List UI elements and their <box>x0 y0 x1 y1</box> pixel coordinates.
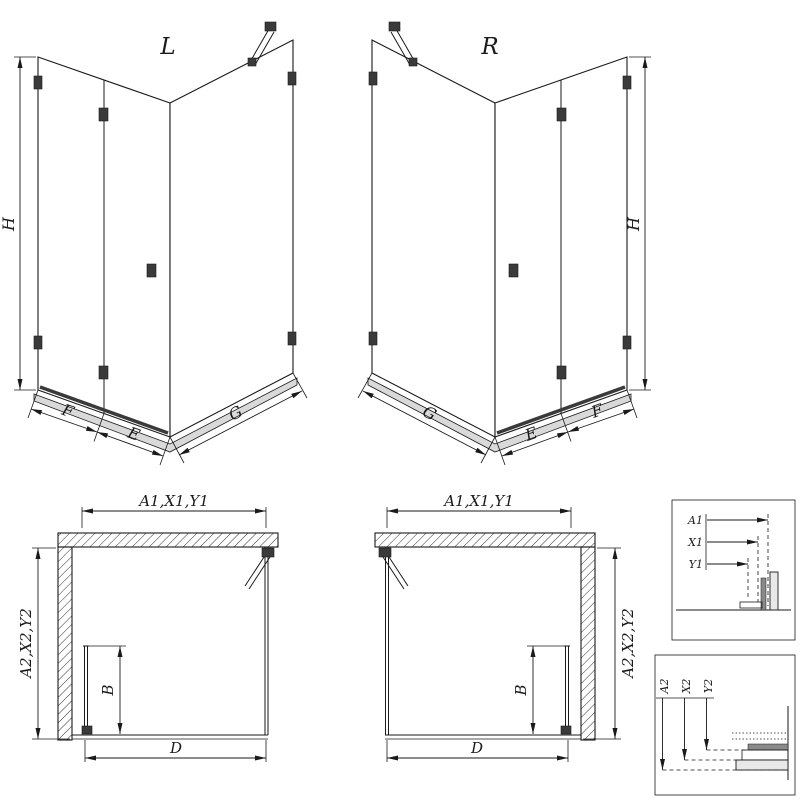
wall-bracket-icon <box>33 335 43 350</box>
wall-bracket-icon <box>287 331 297 346</box>
open-door-plan <box>81 645 93 735</box>
dim-a1x1y1-left: A1,X1,Y1 <box>81 492 267 528</box>
dim-b-left: B <box>89 645 126 734</box>
door-bottom-seal <box>39 385 169 435</box>
open-door-plan <box>560 645 572 735</box>
door-handle-icon <box>146 263 157 278</box>
dim-f-e-left: F E <box>27 389 171 466</box>
dim-d-left: D <box>84 739 267 762</box>
support-brace <box>247 21 277 67</box>
tray-profile-section <box>732 706 789 780</box>
dim-label-a1x1y1: A1,X1,Y1 <box>137 492 209 510</box>
dim-a1x1y1-right: A1,X1,Y1 <box>386 492 572 528</box>
dim-h-right: H <box>624 56 651 391</box>
support-brace <box>388 21 418 67</box>
dim-a2x2y2-left: A2,X2,Y2 <box>17 547 70 740</box>
support-brace-plan <box>244 547 275 590</box>
hinge-icon <box>98 107 109 122</box>
wall-right <box>580 546 596 741</box>
dim-label-b: B <box>512 684 530 696</box>
detail-label-a2: A2 <box>658 679 671 695</box>
dim-label-e: E <box>522 423 541 445</box>
dim-label-a1x1y1: A1,X1,Y1 <box>442 492 514 510</box>
dim-label-h: H <box>0 216 18 232</box>
dim-label-a2x2y2: A2,X2,Y2 <box>619 608 637 680</box>
wall-bracket-icon <box>622 335 632 350</box>
wall-bracket-icon <box>287 71 297 86</box>
dim-h-left: H <box>0 56 36 391</box>
detail-bottom-box: A2 X2 Y2 <box>654 654 796 796</box>
wall-bracket-icon <box>368 331 378 346</box>
dim-label-h: H <box>624 216 643 232</box>
wall-top <box>374 532 596 548</box>
door-handle-icon <box>508 263 519 278</box>
hinge-icon <box>560 725 572 735</box>
plan-left-view: A1,X1,Y1 A2,X2,Y2 B D <box>17 492 279 762</box>
dim-label-b: B <box>99 684 117 696</box>
detail-label-y2: Y2 <box>702 679 715 693</box>
detail-top-box: A1 X1 Y1 <box>671 499 796 641</box>
wall-bracket-icon <box>33 75 43 90</box>
dim-b-right: B <box>512 645 564 734</box>
side-panel <box>371 39 496 438</box>
hinge-icon <box>98 365 109 380</box>
dim-a2x2y2-right: A2,X2,Y2 <box>583 547 637 740</box>
dim-d-right: D <box>386 739 569 762</box>
detail-label-x1: X1 <box>687 536 703 549</box>
detail-label-a1: A1 <box>687 514 703 527</box>
dim-label-a2x2y2: A2,X2,Y2 <box>17 608 35 680</box>
variant-label-left: L <box>159 34 175 60</box>
wall-profile-section <box>739 571 779 611</box>
wall-bracket-icon <box>368 71 378 86</box>
wall-left <box>57 546 73 741</box>
wall-bracket-icon <box>622 75 632 90</box>
hinge-icon <box>81 725 93 735</box>
detail-label-y1: Y1 <box>689 558 703 571</box>
support-brace-plan <box>378 547 409 590</box>
door-bottom-seal <box>496 385 626 435</box>
variant-label-right: R <box>480 34 498 60</box>
dim-label-e: E <box>124 423 143 445</box>
hinge-icon <box>556 107 567 122</box>
iso-right-view: H G E F R <box>357 21 651 466</box>
dim-label-d: D <box>169 739 182 757</box>
detail-label-x2: X2 <box>680 679 693 695</box>
side-panel <box>169 39 294 438</box>
wall-top <box>57 532 279 548</box>
hinge-icon <box>556 365 567 380</box>
iso-left-view: H F E G L <box>0 21 308 466</box>
plan-right-view: A1,X1,Y1 A2,X2,Y2 B D <box>374 492 637 762</box>
dim-label-d: D <box>470 739 483 757</box>
